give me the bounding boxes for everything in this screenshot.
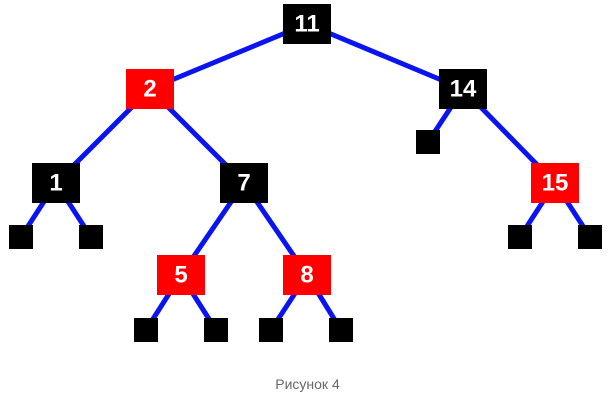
- tree-node-15: 15: [531, 163, 579, 203]
- node-box: [283, 4, 331, 44]
- node-box: [32, 163, 80, 203]
- nil-leaf-node: [416, 130, 440, 154]
- node-box: [439, 69, 487, 109]
- nil-leaf-box: [9, 225, 33, 249]
- edge-n11-n2: [149, 21, 308, 92]
- nil-leaf-box: [259, 318, 283, 342]
- nil-leaf-node: [259, 318, 283, 342]
- node-box: [220, 163, 268, 203]
- node-box: [157, 255, 205, 295]
- tree-node-8: 8: [283, 255, 331, 295]
- node-label: 5: [174, 261, 187, 288]
- node-label: 7: [237, 169, 250, 196]
- node-label: 11: [294, 10, 319, 37]
- nil-leaf-box: [578, 225, 602, 249]
- red-black-tree-diagram: 11 2 14 1 7 15 5 8: [9, 4, 602, 342]
- nil-leaf-box: [134, 318, 158, 342]
- node-box: [126, 69, 174, 109]
- tree-node-7: 7: [220, 163, 268, 203]
- node-label: 2: [143, 75, 156, 102]
- node-label: 14: [450, 75, 477, 102]
- tree-node-11: 11: [283, 4, 331, 44]
- tree-node-5: 5: [157, 255, 205, 295]
- tree-node-2: 2: [126, 69, 174, 109]
- nil-leaf-box: [416, 130, 440, 154]
- nil-leaf-box: [329, 318, 353, 342]
- node-label: 15: [542, 169, 569, 196]
- nil-leaf-node: [508, 225, 532, 249]
- node-box: [283, 255, 331, 295]
- nil-leaf-box: [204, 318, 228, 342]
- nil-leaf-node: [329, 318, 353, 342]
- edge-n11-n14: [306, 21, 464, 92]
- tree-node-1: 1: [32, 163, 80, 203]
- tree-nodes: 11 2 14 1 7 15 5 8: [9, 4, 602, 342]
- nil-leaf-box: [79, 225, 103, 249]
- nil-leaf-node: [578, 225, 602, 249]
- node-label: 1: [49, 169, 62, 196]
- nil-leaf-node: [9, 225, 33, 249]
- node-label: 8: [300, 261, 313, 288]
- nil-leaf-node: [79, 225, 103, 249]
- nil-leaf-node: [134, 318, 158, 342]
- figure-caption: Рисунок 4: [275, 376, 340, 392]
- nil-leaf-box: [508, 225, 532, 249]
- nil-leaf-node: [204, 318, 228, 342]
- node-box: [531, 163, 579, 203]
- tree-node-14: 14: [439, 69, 487, 109]
